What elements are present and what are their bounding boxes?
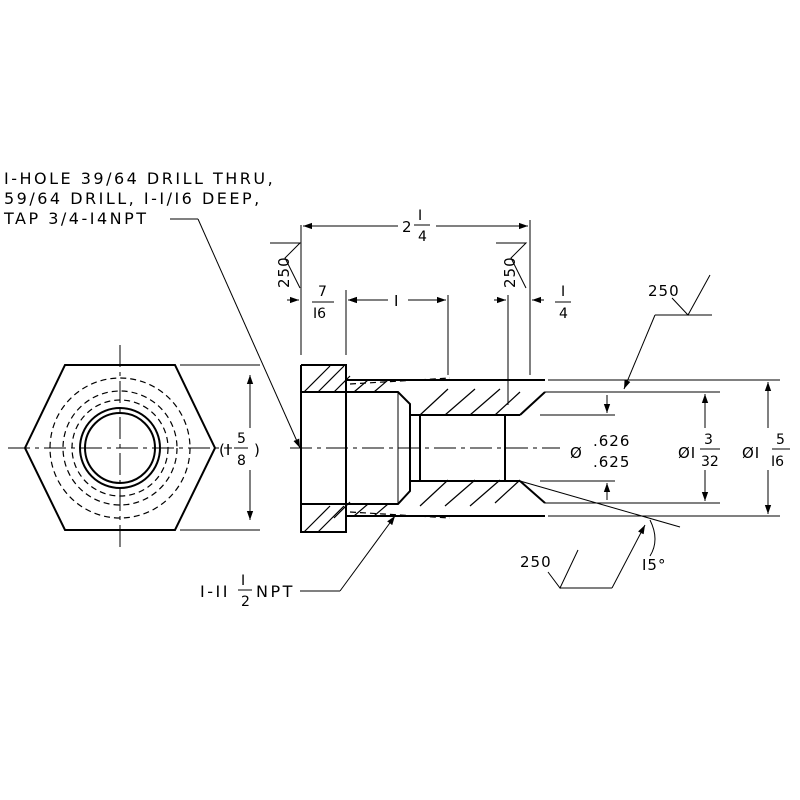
finish-top-right-text: 250	[648, 282, 680, 300]
section-hatching	[303, 365, 521, 533]
angle-text: I5°	[642, 556, 666, 574]
overall-dim-whole: 2	[402, 218, 413, 236]
flange-dim-num: 7	[318, 284, 327, 300]
od-dim-prefix: ØI	[742, 444, 760, 462]
diameter-dimensions: Ø .626 .625 ØI 3 32 ØI 5 I6	[540, 379, 790, 517]
bore-dim-upper: .626	[593, 432, 630, 450]
drill-note: I-HOLE 39/64 DRILL THRU, 59/64 DRILL, I-…	[3, 169, 301, 449]
finish-mid-text: 250	[501, 256, 519, 288]
overall-dim-den: 4	[418, 229, 427, 245]
npt-note-prefix: I-II	[200, 582, 230, 601]
od-dim-den: I6	[771, 454, 784, 470]
mid-dashed-circle	[62, 390, 178, 506]
section-view	[290, 364, 560, 533]
top-dimensions: 2 I 4 7 I6 I I 4	[287, 208, 571, 405]
finish-mid: 250	[496, 242, 528, 289]
end-dim-den: 4	[559, 306, 568, 322]
drill-note-line1: I-HOLE 39/64 DRILL THRU,	[4, 169, 275, 188]
npt-note-den: 2	[241, 594, 250, 610]
hex-dim-suffix: )	[254, 441, 261, 459]
finish-bottom-text: 250	[520, 553, 552, 571]
drill-note-line2: 59/64 DRILL, I-I/I6 DEEP,	[4, 189, 262, 208]
npt-note-suffix: NPT	[256, 582, 295, 601]
bore	[504, 391, 546, 504]
overall-dim-num: I	[418, 208, 422, 224]
od-dim-num: 5	[776, 432, 785, 448]
finish-bottom: 250	[520, 524, 646, 589]
mid-dim-prefix: ØI	[678, 444, 696, 462]
flange-dim-den: I6	[313, 306, 326, 322]
angle-dimension: I5°	[519, 480, 681, 574]
hex-dim-den: 8	[237, 453, 246, 469]
end-view-hex	[8, 345, 232, 552]
npt-note-num: I	[241, 573, 245, 589]
finish-left-text: 250	[275, 256, 293, 288]
hex-dim-prefix: (I	[219, 441, 231, 459]
mid-dim-den: 32	[701, 454, 719, 470]
bore-dim-lower: .625	[593, 453, 630, 471]
drill-note-line3: TAP 3/4-I4NPT	[3, 209, 149, 228]
finish-left: 250	[270, 242, 302, 289]
mid-dim-num: 3	[704, 432, 713, 448]
end-dim-num: I	[561, 284, 565, 300]
thread-len-dim: I	[394, 292, 399, 310]
finish-top-right: 250	[623, 274, 712, 390]
bore-dim-sym: Ø	[570, 444, 583, 462]
hex-dimension: (I 5 8 )	[180, 364, 261, 531]
npt-note: I-II I 2 NPT	[200, 515, 396, 610]
hex-dim-num: 5	[237, 431, 246, 447]
